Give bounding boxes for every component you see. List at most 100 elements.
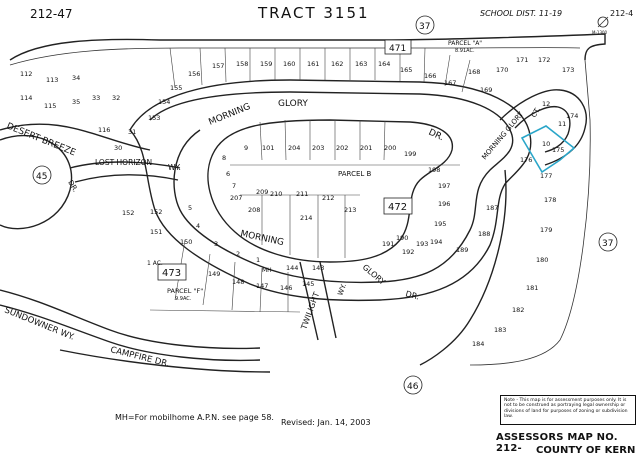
svg-text:175: 175	[552, 146, 564, 154]
parcel-a-acres: 8.91AC.	[455, 48, 475, 54]
svg-text:183: 183	[494, 326, 506, 334]
svg-text:202: 202	[336, 144, 348, 152]
svg-text:194: 194	[430, 238, 442, 246]
svg-text:170: 170	[496, 66, 508, 74]
parcel-b-label: PARCEL B	[338, 170, 372, 178]
street-lost-horizon: LOST HORIZON	[95, 158, 152, 167]
book-circle-45	[32, 165, 52, 185]
lot-numbers-inner-lower: 190 191 192 193 194 189 188 187	[382, 204, 498, 256]
svg-text:3: 3	[214, 240, 218, 248]
svg-text:113: 113	[46, 76, 58, 84]
svg-text:211: 211	[296, 190, 308, 198]
lot-lines-inner	[230, 119, 460, 258]
svg-text:9: 9	[244, 144, 248, 152]
page-left-number: 212-47	[30, 7, 73, 21]
book-circle-46	[403, 375, 423, 395]
parcel-f-acres: 9.9AC.	[175, 296, 192, 302]
svg-text:32: 32	[112, 94, 120, 102]
lot-numbers-ct: 10 11 12	[542, 100, 566, 148]
tract-boundary-inner-top	[9, 47, 581, 66]
book-circle-37-top	[415, 15, 435, 35]
morning-glory-dr-outer	[149, 91, 514, 284]
book-box-473	[157, 263, 187, 281]
svg-text:33: 33	[92, 94, 100, 102]
svg-text:155: 155	[170, 84, 182, 92]
svg-text:150: 150	[180, 238, 192, 246]
street-twilight-wy: WY.	[336, 283, 348, 297]
svg-text:178: 178	[544, 196, 556, 204]
svg-text:34: 34	[72, 74, 80, 82]
sundowner-wy	[0, 289, 261, 350]
svg-text:159: 159	[260, 60, 272, 68]
svg-text:163: 163	[355, 60, 367, 68]
lot-numbers-top-left: 157 156 155 154 153 152	[122, 62, 224, 217]
street-ct: CT.	[530, 106, 542, 119]
east-arc	[419, 169, 507, 366]
assessors-map-number: ASSESSORS MAP NO. 212-	[496, 432, 618, 454]
svg-text:209: 209	[256, 188, 268, 196]
svg-text:169: 169	[480, 86, 492, 94]
street-sundowner: SUNDOWNER WY.	[3, 306, 76, 343]
svg-text:165: 165	[400, 66, 412, 74]
lost-horizon-wy-edge	[74, 174, 179, 183]
parcel-f-label: PARCEL "F"	[167, 287, 203, 295]
morning-glory-ct-edge	[514, 105, 571, 153]
lot-numbers-right-arc: 168 169 170 171 172 173 174 175 176 177 …	[468, 56, 578, 348]
lot-numbers-top: 158 159 160 161 162 163 164 165 166 167	[236, 60, 456, 87]
svg-text:158: 158	[236, 60, 248, 68]
svg-text:181: 181	[526, 284, 538, 292]
revised-date: Revised: Jan. 14, 2003	[281, 418, 371, 427]
twilight-wy	[299, 261, 319, 341]
svg-text:153: 153	[148, 114, 160, 122]
svg-text:152: 152	[150, 208, 162, 216]
morning-glory-dr-outer-edge	[129, 79, 532, 302]
east-boundary	[469, 59, 591, 366]
lot-numbers-left: 112 113 114 115 116 34 35 33 32 31 30	[20, 70, 136, 152]
lot-lines-bottom	[149, 239, 301, 313]
school-district: SCHOOL DIST. 11-19	[480, 9, 562, 18]
county-name: COUNTY OF KERN	[536, 445, 636, 456]
book-45: 45	[36, 172, 47, 182]
svg-text:200: 200	[384, 144, 396, 152]
top-right-small: M-1300	[592, 30, 608, 35]
svg-text:198: 198	[428, 166, 440, 174]
svg-text:180: 180	[536, 256, 548, 264]
svg-text:160: 160	[283, 60, 295, 68]
svg-text:35: 35	[72, 98, 80, 106]
svg-text:115: 115	[44, 102, 56, 110]
svg-text:184: 184	[472, 340, 484, 348]
svg-text:144: 144	[286, 264, 298, 272]
svg-text:168: 168	[468, 68, 480, 76]
svg-text:149: 149	[208, 270, 220, 278]
book-473: 473	[162, 268, 181, 279]
svg-text:5: 5	[188, 204, 192, 212]
svg-text:201: 201	[360, 144, 372, 152]
book-472: 472	[388, 202, 407, 213]
svg-text:187: 187	[486, 204, 498, 212]
section-circle-icon	[597, 16, 609, 28]
twilight-wy-edge	[319, 261, 337, 339]
svg-text:204: 204	[288, 144, 300, 152]
svg-text:212: 212	[322, 194, 334, 202]
svg-text:112: 112	[20, 70, 32, 78]
disclaimer-box: Note - This map is for assessment purpos…	[500, 395, 636, 425]
svg-text:145: 145	[302, 280, 314, 288]
street-dr-low: DR.	[404, 289, 420, 301]
svg-text:31: 31	[128, 128, 136, 136]
svg-text:193: 193	[416, 240, 428, 248]
svg-text:152: 152	[122, 209, 134, 217]
street-glory-low: GLORY	[361, 263, 387, 287]
book-46: 46	[407, 382, 419, 392]
mh-note: MH=For mobilhome A.P.N. see page 58.	[115, 413, 274, 422]
svg-text:207: 207	[230, 194, 242, 202]
street-campfire: CAMPFIRE DR.	[109, 345, 170, 369]
svg-text:174: 174	[566, 112, 578, 120]
svg-text:189: 189	[456, 246, 468, 254]
mh-lot-label: MH	[262, 267, 272, 274]
svg-text:147: 147	[256, 282, 268, 290]
svg-text:12: 12	[542, 100, 550, 108]
svg-text:11: 11	[558, 120, 566, 128]
book-37-right: 37	[602, 239, 613, 249]
lost-horizon-wy	[69, 161, 181, 169]
